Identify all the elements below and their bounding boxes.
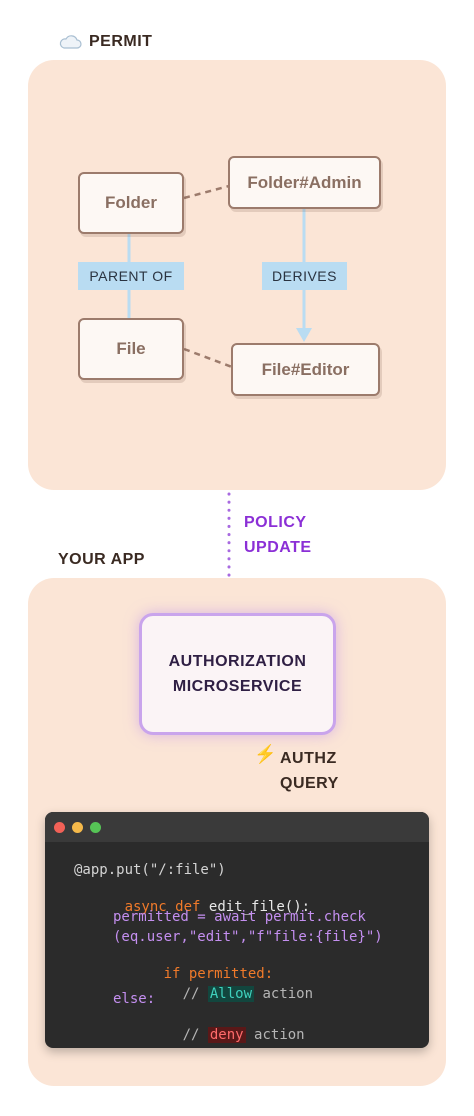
authorization-microservice: AUTHORIZATION MICROSERVICE: [139, 613, 336, 735]
code-comment-prefix: //: [182, 1027, 200, 1043]
relation-derives: DERIVES: [262, 262, 347, 290]
node-file-editor: File#Editor: [231, 343, 380, 396]
node-folder: Folder: [78, 172, 184, 234]
code-line-def: async def edit_file():: [74, 883, 310, 931]
minimize-dot: [72, 822, 83, 833]
code-keyword-if: if: [163, 966, 181, 982]
relation-parent-of: PARENT OF: [78, 262, 184, 290]
policy-update-line2: UPDATE: [244, 539, 312, 556]
code-function-name: edit_file():: [208, 899, 311, 915]
code-if-condition: permitted:: [188, 966, 274, 982]
node-folder-admin: Folder#Admin: [228, 156, 381, 209]
code-line-decorator: @app.put("/:file"): [74, 862, 226, 878]
lightning-icon: ⚡: [254, 744, 277, 764]
code-deny-action: action: [254, 1027, 305, 1043]
authz-query-label: AUTHZ QUERY: [280, 746, 339, 796]
code-allow-highlight: Allow: [207, 986, 255, 1002]
code-line-deny: // deny action: [132, 1011, 305, 1048]
code-allow-action: action: [262, 986, 314, 1002]
policy-update-line1: POLICY: [244, 514, 307, 531]
code-window: @app.put("/:file") async def edit_file()…: [45, 812, 429, 1048]
code-line-allow: // Allow action: [132, 970, 313, 1018]
permit-title: PERMIT: [89, 33, 153, 50]
close-dot: [54, 822, 65, 833]
service-line2: MICROSERVICE: [172, 678, 303, 695]
code-line-args: (eq.user,"edit","f"file:{file}"): [113, 929, 383, 945]
service-line1: AUTHORIZATION: [168, 653, 307, 670]
authz-line2: QUERY: [280, 775, 339, 792]
code-keyword-def: def: [175, 899, 201, 915]
code-keyword-async: async: [124, 899, 167, 915]
code-deny-highlight: deny: [207, 1027, 246, 1043]
node-file: File: [78, 318, 184, 380]
maximize-dot: [90, 822, 101, 833]
authz-line1: AUTHZ: [280, 750, 337, 767]
code-comment-prefix: //: [182, 986, 200, 1002]
your-app-title: YOUR APP: [58, 551, 145, 568]
code-line-check: permitted = await permit.check: [113, 909, 366, 925]
policy-update-label: POLICY UPDATE: [244, 510, 312, 560]
code-line-else: else:: [113, 991, 156, 1007]
code-line-if: if permitted:: [113, 950, 274, 998]
code-window-titlebar: [45, 812, 429, 842]
cloud-icon: [59, 35, 82, 49]
code-body: @app.put("/:file") async def edit_file()…: [45, 842, 429, 1048]
